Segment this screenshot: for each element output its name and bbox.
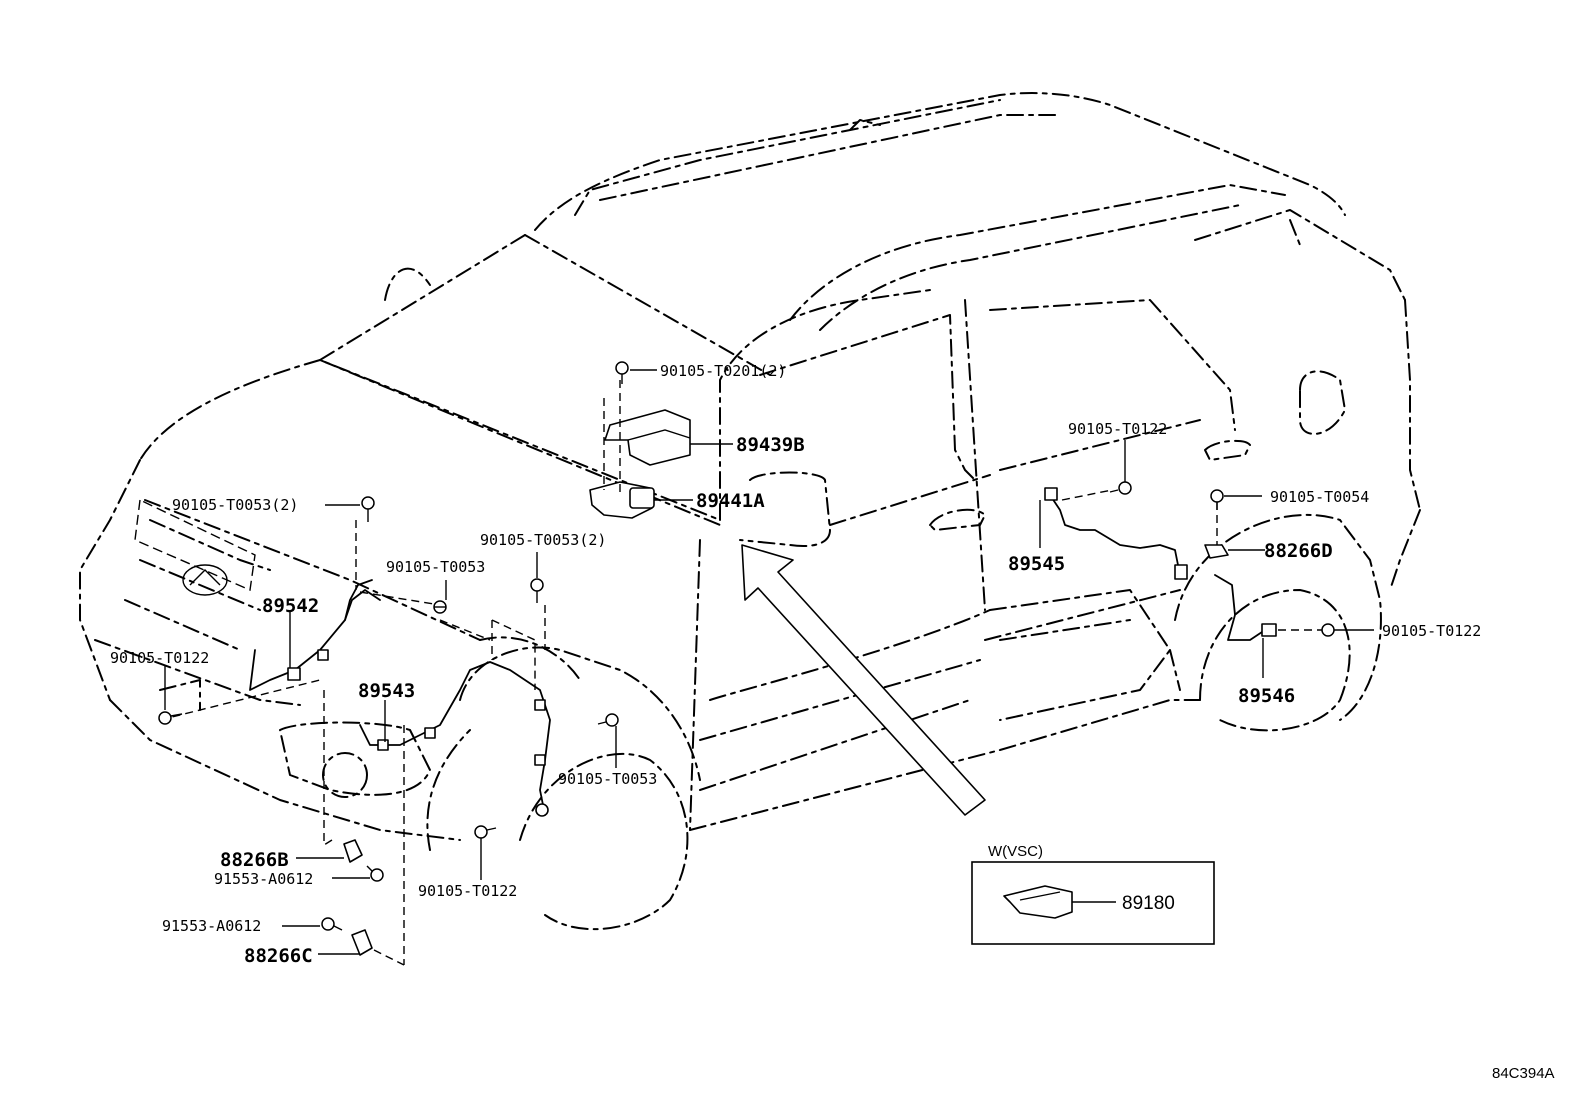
label-90105-T0122-left: 90105-T0122 (110, 649, 209, 667)
part-89545 (1039, 487, 1188, 580)
part-88266C (318, 929, 373, 956)
location-arrow (741, 544, 986, 816)
phantom-leaders (159, 591, 491, 966)
bolt-t0122-rear-right (1321, 623, 1374, 637)
labels: 90105-T0201(2) 89439B 89441A 90105-T0053… (110, 362, 1555, 1082)
label-90105-T0122-rear-top: 90105-T0122 (1068, 420, 1167, 438)
label-91553-A0612-a: 91553-A0612 (214, 870, 313, 888)
label-88266C: 88266C (244, 945, 313, 967)
part-89439B (604, 409, 733, 466)
bolt-t0053-2-mid (530, 552, 544, 603)
bolt-t0054 (1210, 489, 1262, 510)
bolt-t0122-rear-top (1109, 440, 1132, 495)
bolt-t0053-left (433, 580, 447, 614)
label-90105-T0053-wheel: 90105-T0053 (558, 770, 657, 788)
bolt-t0122-left (158, 665, 183, 725)
label-89546: 89546 (1238, 685, 1295, 707)
label-88266D: 88266D (1264, 540, 1333, 562)
label-91553-A0612-b: 91553-A0612 (162, 917, 261, 935)
front-grille (134, 498, 256, 596)
label-89441A: 89441A (696, 490, 765, 512)
label-90105-T0201: 90105-T0201(2) (660, 362, 786, 380)
label-90105-T0054: 90105-T0054 (1270, 488, 1369, 506)
bolt-t0053-wheel (597, 713, 619, 768)
part-88266D (1204, 502, 1265, 559)
label-88266B: 88266B (220, 849, 289, 871)
label-89542: 89542 (262, 595, 319, 617)
label-90105-T0053-left: 90105-T0053 (386, 558, 485, 576)
label-inset-title: W(VSC) (988, 843, 1043, 860)
bolt-t0122-front (474, 825, 497, 880)
part-88266B (296, 839, 363, 863)
bolts (158, 361, 1374, 931)
drawing-code: 84C394A (1492, 1065, 1555, 1082)
part-89441A (589, 380, 693, 519)
bolt-a0612-b (282, 917, 343, 931)
label-90105-T0053-2-left: 90105-T0053(2) (172, 496, 298, 514)
inset-vsc (971, 861, 1215, 945)
label-90105-T0122-rear-right: 90105-T0122 (1382, 622, 1481, 640)
vehicle-outline (79, 92, 1421, 931)
label-90105-T0122-front: 90105-T0122 (418, 882, 517, 900)
label-89545: 89545 (1008, 553, 1065, 575)
part-89543 (359, 605, 551, 817)
part-89542 (249, 520, 381, 691)
part-89546 (1214, 574, 1322, 678)
bolt-t0053-2-left (325, 496, 375, 522)
label-89439B: 89439B (736, 434, 805, 456)
bolt-a0612-a (332, 865, 384, 882)
bolt-t0201 (615, 361, 657, 384)
label-89180: 89180 (1122, 893, 1175, 914)
label-89543: 89543 (358, 680, 415, 702)
label-90105-T0053-2-mid: 90105-T0053(2) (480, 531, 606, 549)
